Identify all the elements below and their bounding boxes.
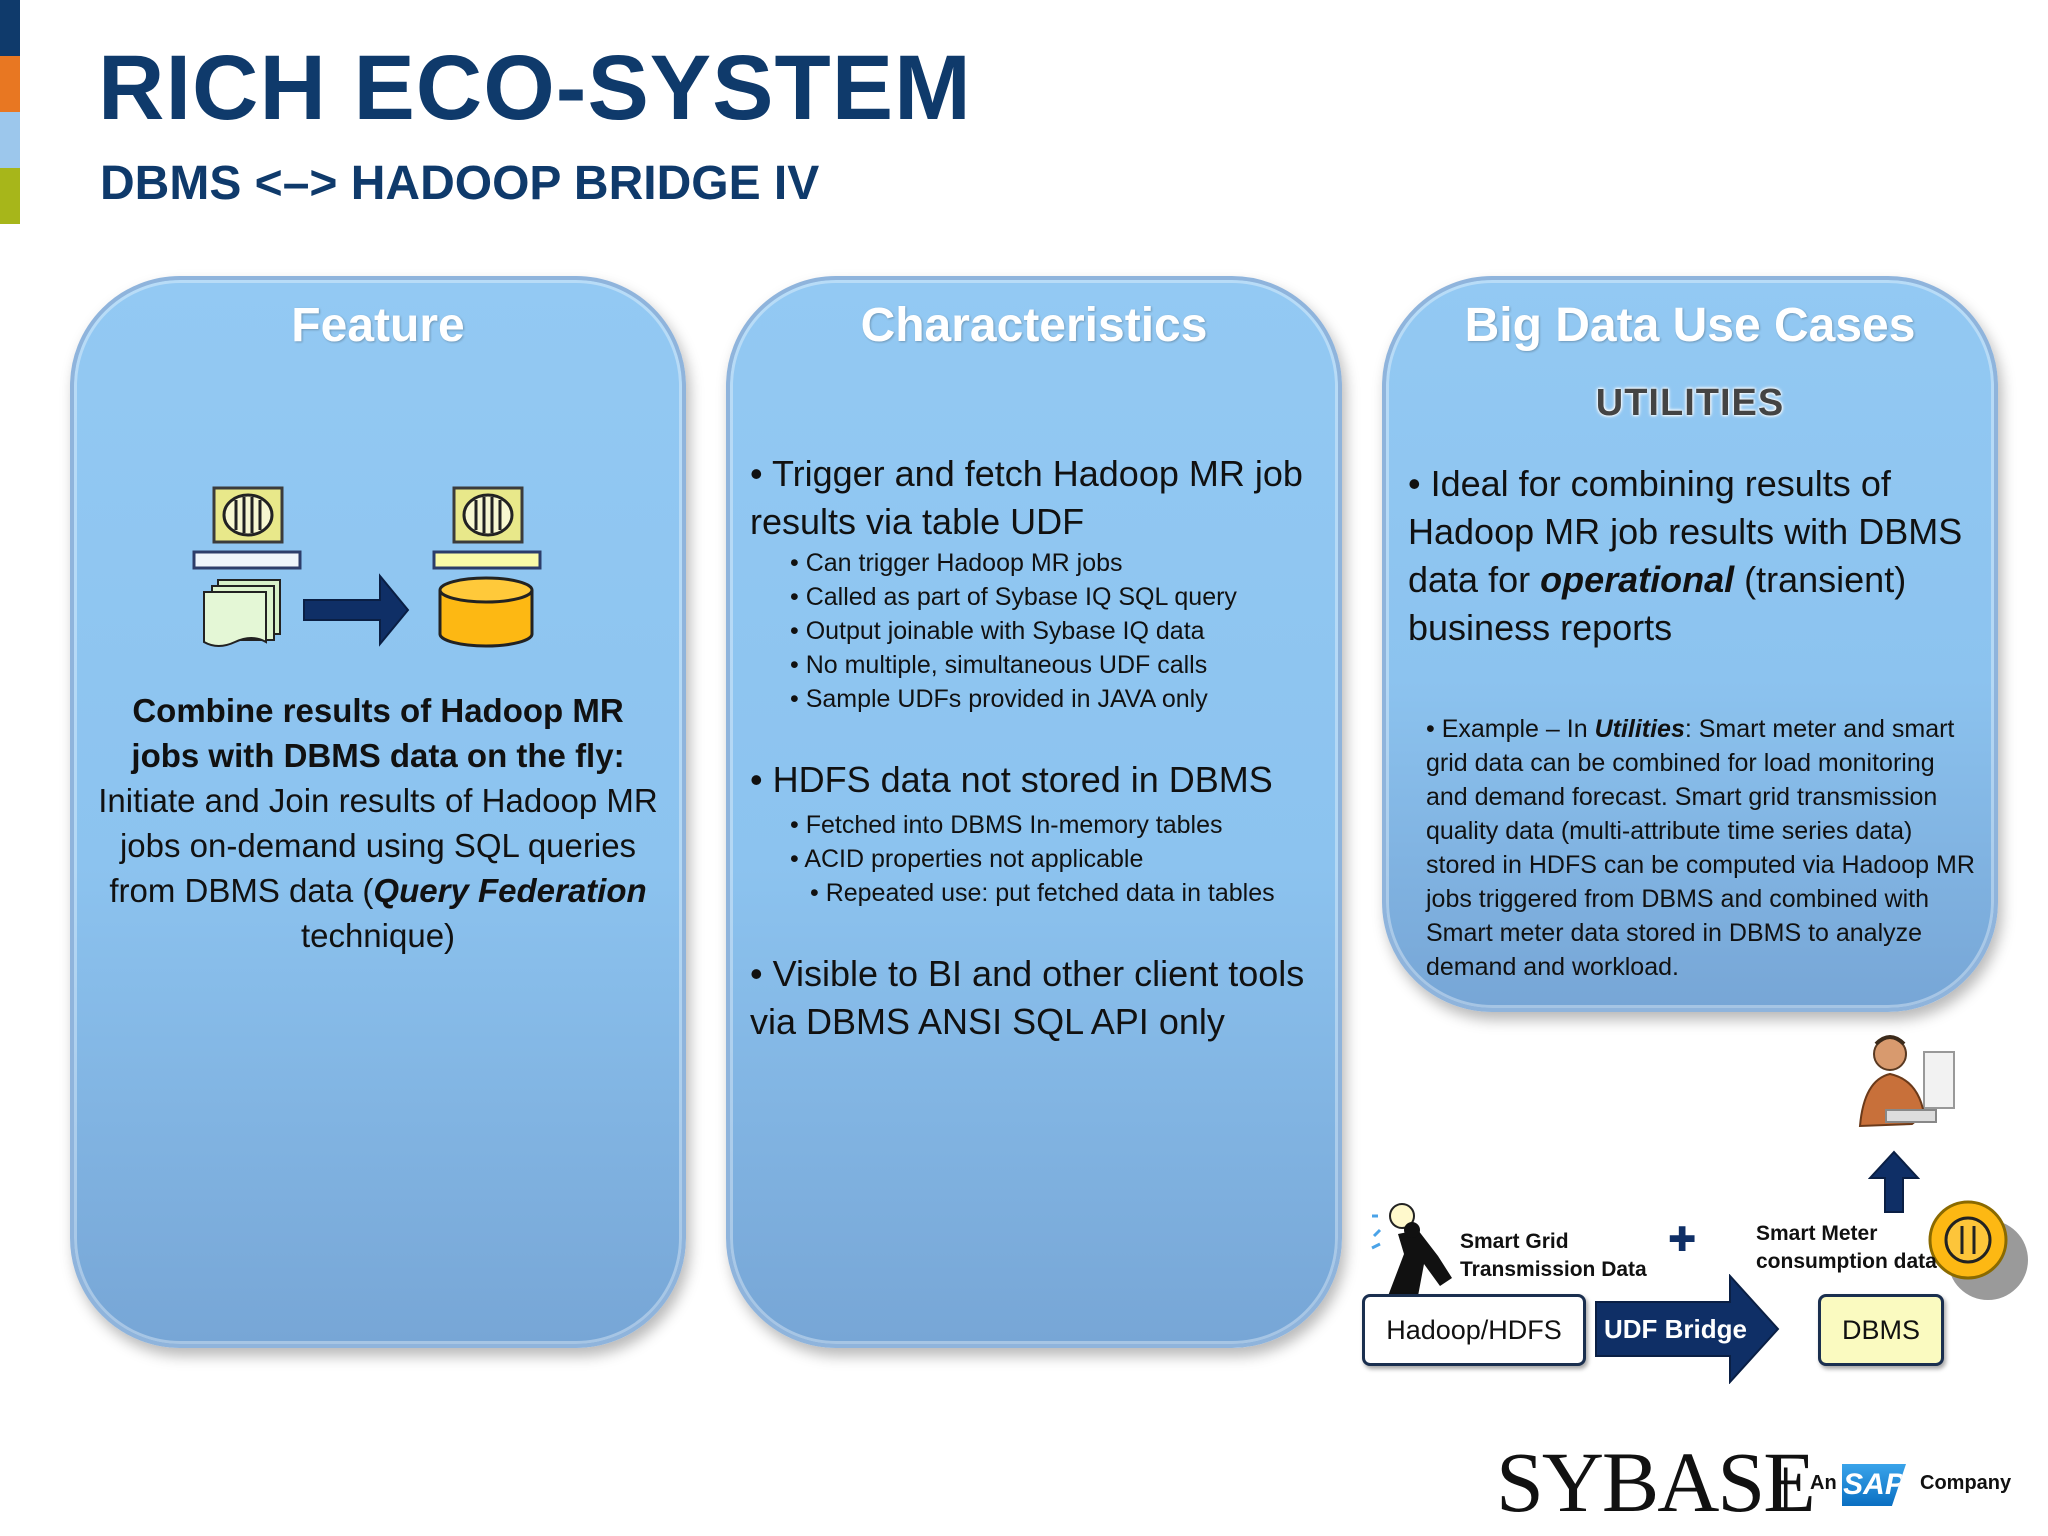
arrow-up-icon (1868, 1150, 1920, 1213)
characteristic-sub-bullet: • ACID properties not applicable (790, 845, 1144, 873)
feature-description: Combine results of Hadoop MR jobs with D… (94, 688, 662, 958)
feature-heading: Feature (291, 299, 465, 352)
udf-bridge-arrow (1595, 1274, 1780, 1384)
use-cases-panel: Big Data Use Cases UTILITIES • Ideal for… (1382, 276, 1998, 1012)
feature-text-bold: Combine results of Hadoop MR jobs with D… (131, 692, 625, 774)
sybase-wordmark: SYBASE (1496, 1434, 1816, 1530)
logo-an: An (1810, 1472, 1837, 1494)
characteristics-heading: Characteristics (860, 299, 1208, 352)
characteristic-bullet: • Trigger and fetch Hadoop MR job result… (750, 453, 1303, 542)
characteristics-list: • Trigger and fetch Hadoop MR job result… (750, 450, 1326, 1046)
database-icon (438, 576, 534, 648)
use-case-example-part-2: : Smart meter and smart grid data can be… (1426, 715, 1975, 981)
smart-meter-icon (1928, 1200, 2028, 1300)
server-icon (192, 486, 302, 570)
smart-meter-label-line-1: Smart Meter (1756, 1222, 1878, 1245)
use-case-example: • Example – In Utilities: Smart meter an… (1426, 712, 1978, 984)
characteristic-sub-bullet: • Called as part of Sybase IQ SQL query (790, 583, 1237, 611)
slide-subtitle: DBMS <–> HADOOP BRIDGE IV (100, 157, 820, 210)
brand-color-strip (0, 0, 20, 224)
plus-icon: ✚ (1668, 1221, 1697, 1259)
characteristic-sub-bullet: • Repeated use: put fetched data in tabl… (810, 879, 1275, 907)
characteristic-sub-bullet: • Output joinable with Sybase IQ data (790, 617, 1205, 645)
characteristic-sub-bullet: • Can trigger Hadoop MR jobs (790, 549, 1123, 577)
use-cases-heading: Big Data Use Cases (1464, 299, 1916, 352)
logo-separator: | (1780, 1460, 1792, 1509)
dbms-box: DBMS (1818, 1294, 1944, 1366)
smart-grid-label-line-2: Transmission Data (1460, 1258, 1647, 1281)
characteristics-panel: Characteristics • Trigger and fetch Hado… (726, 276, 1342, 1348)
sap-logo: SAP (1842, 1464, 1906, 1506)
characteristic-sub-bullet: • Fetched into DBMS In-memory tables (790, 811, 1223, 839)
sybase-sap-logo: SYBASE | An SAP Company (1496, 1432, 2036, 1530)
smart-meter-label: Smart Meter consumption data (1756, 1220, 1937, 1276)
feature-text-part-1: Initiate and Join results of Hadoop MR j… (98, 782, 658, 909)
characteristic-sub-bullet: • No multiple, simultaneous UDF calls (790, 651, 1208, 679)
strip-green (0, 168, 20, 224)
feature-text-part-2: technique) (300, 917, 456, 954)
grid-worker-icon (1371, 1203, 1452, 1296)
udf-bridge-diagram: Smart Grid Transmission Data ✚ Smart Met… (1360, 1030, 2040, 1400)
use-case-summary-emphasis: operational (1540, 559, 1735, 600)
use-case-summary: • Ideal for combining results of Hadoop … (1408, 460, 1978, 652)
smart-grid-label-line-1: Smart Grid (1460, 1230, 1569, 1253)
use-case-example-emphasis: Utilities (1594, 715, 1685, 743)
characteristic-bullet: • HDFS data not stored in DBMS (750, 759, 1273, 800)
analyst-person-icon (1858, 1035, 1955, 1128)
use-case-sector: UTILITIES (1595, 382, 1785, 424)
server-icon (432, 486, 542, 570)
logo-company: Company (1920, 1472, 2012, 1494)
smart-meter-label-line-2: consumption data (1756, 1250, 1937, 1273)
feature-text-emphasis: Query Federation (373, 872, 647, 909)
hadoop-hdfs-box: Hadoop/HDFS (1362, 1294, 1586, 1366)
documents-icon (203, 579, 281, 647)
udf-bridge-label: UDF Bridge (1604, 1314, 1747, 1344)
arrow-right-icon (303, 573, 410, 647)
use-case-summary-part-1: • Ideal for combining results of Hadoop … (1408, 463, 1963, 600)
strip-light-blue (0, 112, 20, 168)
characteristic-sub-bullet: • Sample UDFs provided in JAVA only (790, 685, 1208, 713)
strip-navy (0, 0, 20, 56)
use-case-example-part-1: • Example – In (1426, 715, 1595, 743)
hadoop-to-dbms-diagram (192, 486, 542, 648)
use-case-summary-part-2: (transient) business reports (1408, 559, 1907, 648)
slide-title: RICH ECO-SYSTEM (98, 37, 972, 139)
strip-orange (0, 56, 20, 112)
smart-grid-label: Smart Grid Transmission Data (1460, 1228, 1647, 1284)
characteristic-bullet: • Visible to BI and other client tools v… (750, 953, 1305, 1042)
feature-panel: Feature (70, 276, 686, 1348)
